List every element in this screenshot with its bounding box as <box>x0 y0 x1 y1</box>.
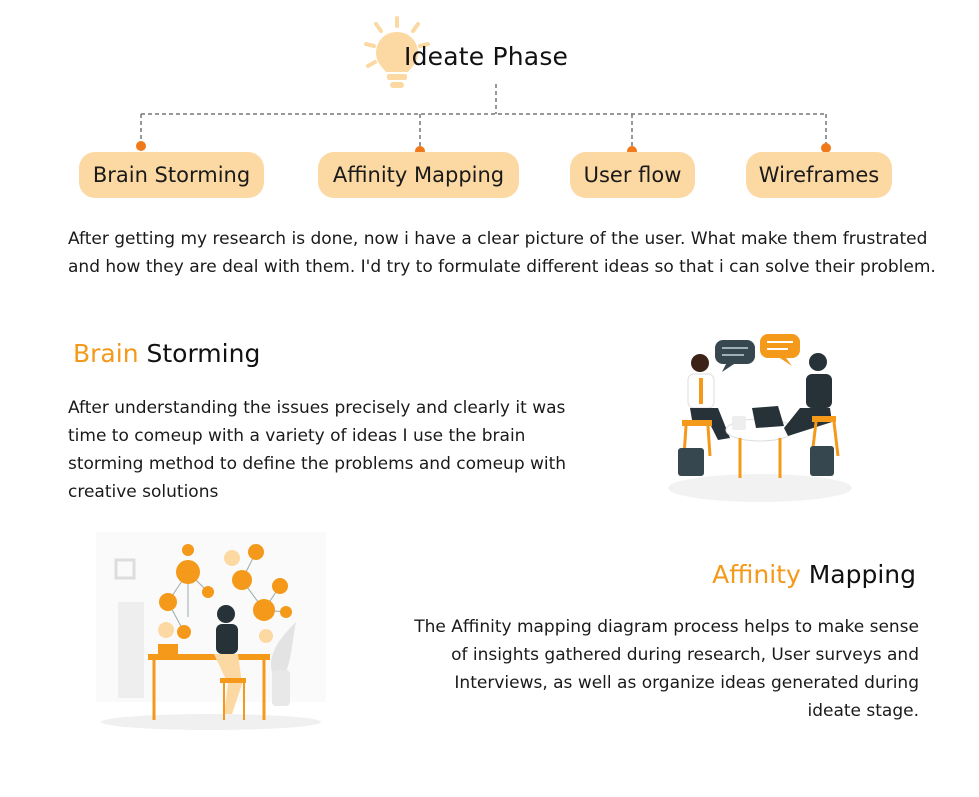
map-node <box>272 578 288 594</box>
phase-pill-user-flow: User flow <box>570 152 695 198</box>
map-node <box>248 544 264 560</box>
mind-map-illustration <box>96 532 326 730</box>
phase-label: Brain Storming <box>92 163 251 187</box>
meeting-illustration <box>668 334 852 502</box>
map-node <box>176 560 200 584</box>
connector-dot <box>136 141 146 151</box>
phase-connector-tree <box>136 84 831 156</box>
page-title: Ideate Phase <box>404 42 569 71</box>
map-node <box>159 593 177 611</box>
connector-dot <box>821 143 831 153</box>
map-node <box>182 544 194 556</box>
phase-label: Affinity Mapping <box>332 163 505 187</box>
heading-accent: Affinity <box>712 560 801 589</box>
phase-label: Wireframes <box>758 163 880 187</box>
heading-rest: Storming <box>138 339 261 368</box>
phase-pill-affinity-mapping: Affinity Mapping <box>318 152 519 198</box>
map-node <box>177 625 191 639</box>
map-node <box>280 606 292 618</box>
affinity-heading: Affinity Mapping <box>712 560 916 589</box>
brainstorming-heading: Brain Storming <box>73 339 260 368</box>
phase-pill-brain-storming: Brain Storming <box>79 152 264 198</box>
heading-rest: Mapping <box>800 560 916 589</box>
map-node <box>158 622 174 638</box>
map-node <box>232 570 252 590</box>
map-node <box>253 599 275 621</box>
affinity-paragraph: The Affinity mapping diagram process hel… <box>414 617 919 721</box>
map-node <box>224 550 240 566</box>
phase-pill-wireframes: Wireframes <box>746 152 892 198</box>
map-node <box>259 629 273 643</box>
intro-paragraph: After getting my research is done, now i… <box>68 229 936 277</box>
map-node <box>202 586 214 598</box>
brainstorming-paragraph: After understanding the issues precisely… <box>68 398 567 502</box>
phase-label: User flow <box>583 163 682 187</box>
heading-accent: Brain <box>73 339 139 368</box>
lightbulb-icon <box>364 16 430 88</box>
